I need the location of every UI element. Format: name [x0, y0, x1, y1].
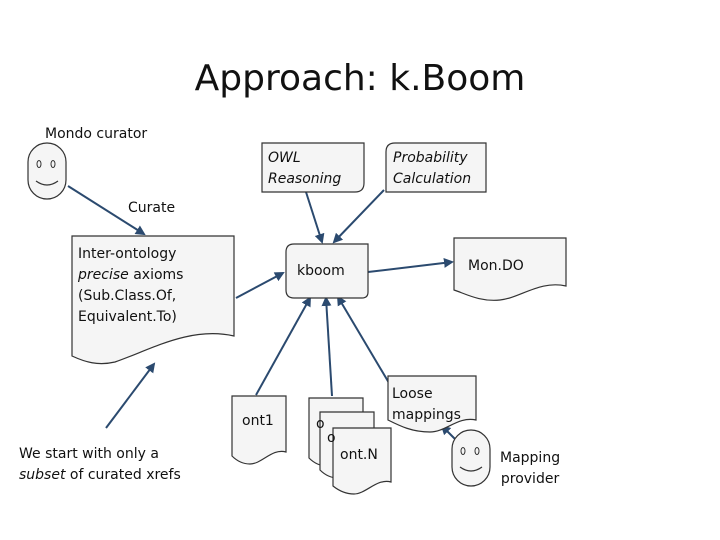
- axioms-line-4: Equivalent.To): [78, 309, 177, 325]
- curate-label: Curate: [128, 200, 176, 216]
- mondo-label: Mon.DO: [468, 258, 524, 274]
- mapping-provider-line-1: Mapping: [500, 450, 561, 466]
- prob-line-2: Calculation: [393, 171, 472, 187]
- axioms-line-3: (Sub.Class.Of,: [78, 288, 177, 304]
- arrow-start-to-axioms: [105, 362, 156, 429]
- provider-smiley-icon: [451, 429, 491, 487]
- arrow-ont1-to-kboom: [255, 296, 311, 396]
- prob-line-1: Probability: [393, 150, 468, 166]
- loose-line-1: Loose: [392, 386, 433, 402]
- ont-stack-peek-middle: o: [327, 430, 336, 446]
- mapping-provider-line-2: provider: [500, 471, 560, 487]
- start-note-subset-word: subset: [19, 467, 66, 483]
- arrow-kboom-to-mondo: [367, 257, 454, 273]
- owl-reasoning-box: [261, 142, 365, 193]
- start-note-suffix: of curated xrefs: [69, 467, 181, 483]
- ont1-label: ont1: [242, 413, 274, 429]
- axioms-line-1: Inter-ontology: [78, 246, 177, 262]
- ontn-label: ont.N: [340, 447, 378, 463]
- axioms-axioms-word: axioms: [133, 267, 184, 283]
- mondo-document-shape: [453, 237, 567, 301]
- probability-calculation-box: [385, 142, 487, 193]
- arrow-loose-to-kboom: [336, 295, 393, 389]
- ont-stack-peek-back: o: [316, 416, 325, 432]
- axioms-document-shape: [71, 235, 235, 365]
- kboom-box: [285, 243, 369, 299]
- page-title: Approach: k.Boom: [194, 58, 526, 99]
- loose-mappings-label: Loose mappings: [392, 384, 461, 426]
- arrow-axioms-to-kboom: [235, 272, 285, 299]
- ont1-document-shape: [231, 395, 287, 465]
- start-subset-note: We start with only a subset of curated x…: [19, 444, 181, 486]
- mondo-curator-label: Mondo curator: [45, 126, 148, 142]
- arrow-owl-to-kboom: [305, 191, 325, 244]
- loose-mappings-document-shape: [387, 375, 477, 433]
- kboom-label: kboom: [297, 263, 345, 279]
- axioms-precise-word: precise: [78, 267, 129, 283]
- owl-reasoning-label: OWL Reasoning: [268, 148, 341, 190]
- owl-line-1: OWL: [268, 150, 301, 166]
- arrow-curator-to-axioms: [67, 185, 146, 236]
- start-note-line-2: subset of curated xrefs: [19, 465, 181, 486]
- curator-smiley-icon: [27, 142, 67, 200]
- arrow-prob-to-kboom: [332, 189, 385, 244]
- owl-line-2: Reasoning: [268, 171, 342, 187]
- probability-calculation-label: Probability Calculation: [393, 148, 471, 190]
- arrows: [67, 185, 457, 441]
- ontology-stack: [308, 397, 392, 495]
- axioms-line-2: precise axioms: [78, 265, 183, 286]
- ontn-document-shape: [332, 427, 392, 495]
- start-note-line-1: We start with only a: [19, 446, 159, 462]
- loose-line-2: mappings: [392, 407, 461, 423]
- axioms-label: Inter-ontology precise axioms (Sub.Class…: [78, 244, 183, 328]
- arrow-ontn-to-kboom: [321, 296, 333, 397]
- mapping-provider-label: Mapping provider: [500, 448, 560, 490]
